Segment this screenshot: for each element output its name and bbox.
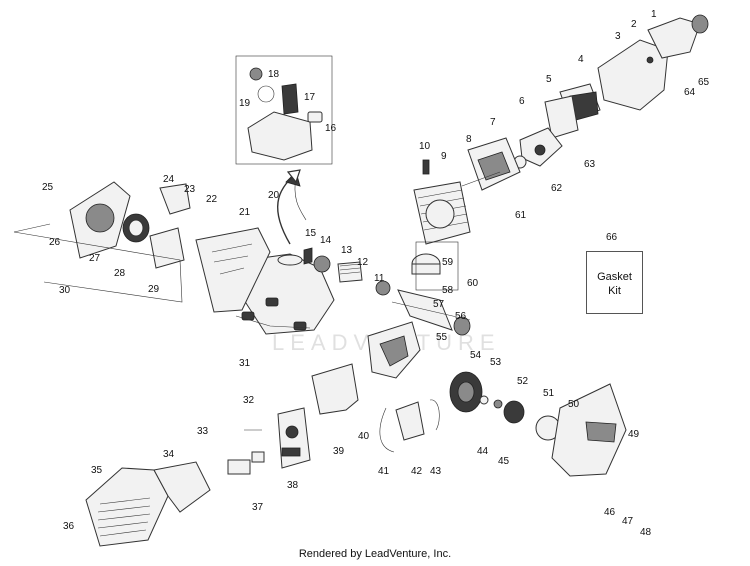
callout-14: 14 — [320, 235, 332, 246]
callout-19: 19 — [239, 98, 251, 109]
callout-51: 51 — [543, 388, 555, 399]
fuel-tank — [235, 247, 363, 335]
callout-49: 49 — [628, 429, 640, 440]
callout-54: 54 — [470, 350, 482, 361]
callout-65: 65 — [698, 77, 710, 88]
callout-24: 24 — [163, 174, 175, 185]
callout-63: 63 — [584, 159, 596, 170]
footer-credit: Rendered by LeadVenture, Inc. — [298, 548, 452, 560]
assembly-arrow — [277, 173, 297, 245]
callout-18: 18 — [268, 69, 280, 80]
callout-55: 55 — [436, 332, 448, 343]
callout-9: 9 — [441, 151, 447, 162]
engine-shroud — [85, 461, 211, 547]
callout-7: 7 — [490, 117, 496, 128]
callout-28: 28 — [114, 268, 126, 279]
callout-48: 48 — [640, 527, 652, 538]
callout-46: 46 — [604, 507, 616, 518]
callout-30: 30 — [59, 285, 71, 296]
gasket-kit-box: Gasket Kit — [586, 251, 643, 314]
callout-21: 21 — [239, 207, 251, 218]
callout-6: 6 — [519, 96, 525, 107]
callout-8: 8 — [466, 134, 472, 145]
callout-44: 44 — [477, 446, 489, 457]
callout-2: 2 — [631, 19, 637, 30]
callout-20: 20 — [268, 190, 280, 201]
callout-42: 42 — [411, 466, 423, 477]
callout-17: 17 — [304, 92, 316, 103]
callout-47: 47 — [622, 516, 634, 527]
carburetor-assembly — [461, 127, 563, 191]
callout-26: 26 — [49, 237, 61, 248]
callout-12: 12 — [357, 257, 369, 268]
air-filter-cover-assembly — [544, 14, 709, 139]
piston-crank — [375, 241, 471, 336]
callout-52: 52 — [517, 376, 529, 387]
callout-56: 56 — [455, 311, 467, 322]
callout-29: 29 — [148, 284, 160, 295]
callout-61: 61 — [515, 210, 527, 221]
callout-5: 5 — [546, 74, 552, 85]
callout-3: 3 — [615, 31, 621, 42]
gasket-kit-number: 66 — [606, 232, 618, 243]
cylinder — [413, 159, 471, 245]
callout-36: 36 — [63, 521, 75, 532]
recoil-starter-assembly — [13, 181, 271, 313]
callout-37: 37 — [252, 502, 264, 513]
callout-31: 31 — [239, 358, 251, 369]
callout-22: 22 — [206, 194, 218, 205]
callout-45: 45 — [498, 456, 510, 467]
callout-34: 34 — [163, 449, 175, 460]
callout-60: 60 — [467, 278, 479, 289]
callout-40: 40 — [358, 431, 370, 442]
callout-43: 43 — [430, 466, 442, 477]
crankcase — [367, 321, 421, 379]
callout-62: 62 — [551, 183, 563, 194]
callout-13: 13 — [341, 245, 353, 256]
callout-23: 23 — [184, 184, 196, 195]
callout-4: 4 — [578, 54, 584, 65]
handle-bracket-assembly — [227, 363, 359, 475]
callout-11: 11 — [374, 273, 385, 284]
callout-57: 57 — [433, 299, 445, 310]
callout-64: 64 — [684, 87, 696, 98]
callout-27: 27 — [89, 253, 101, 264]
callout-25: 25 — [42, 182, 54, 193]
inset-fuel-tank-detail — [235, 55, 333, 221]
gasket-kit-label-line1: Gasket — [597, 271, 632, 283]
callout-1: 1 — [651, 9, 657, 20]
callout-10: 10 — [419, 141, 431, 152]
ignition-clutch-assembly — [379, 371, 627, 477]
callout-53: 53 — [490, 357, 502, 368]
callout-33: 33 — [197, 426, 209, 437]
callout-41: 41 — [378, 466, 390, 477]
callout-15: 15 — [305, 228, 317, 239]
callout-38: 38 — [287, 480, 299, 491]
callout-35: 35 — [91, 465, 103, 476]
callout-50: 50 — [568, 399, 580, 410]
gasket-kit-label-line2: Kit — [608, 285, 621, 297]
callout-58: 58 — [442, 285, 454, 296]
assembly-arrow-head — [286, 169, 301, 184]
callout-59: 59 — [442, 257, 454, 268]
callout-39: 39 — [333, 446, 345, 457]
callout-16: 16 — [325, 123, 337, 134]
callout-32: 32 — [243, 395, 255, 406]
